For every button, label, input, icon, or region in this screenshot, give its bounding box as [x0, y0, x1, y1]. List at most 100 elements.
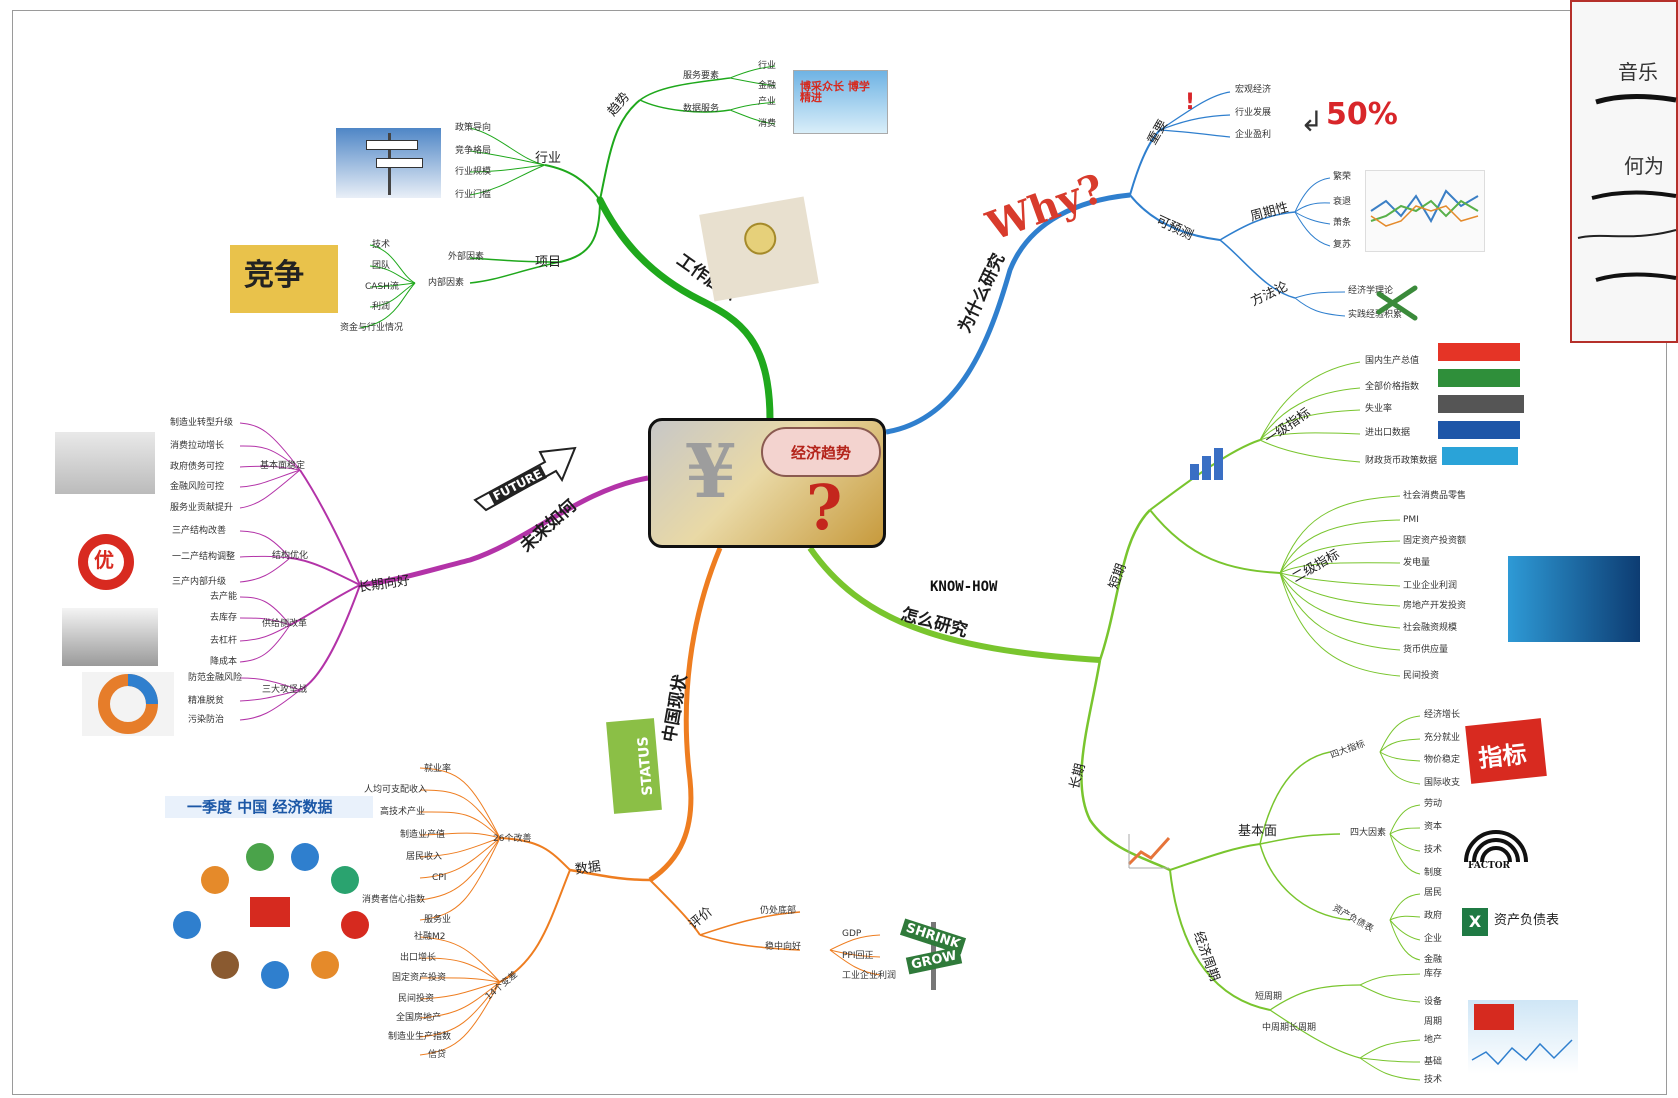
- future-policy[interactable]: 供给侧改革: [262, 619, 308, 629]
- change-leaf-1: 社融M2: [414, 932, 446, 942]
- trend-leaf-2: 金融: [758, 81, 777, 91]
- second-leaf-3: 固定资产投资额: [1403, 536, 1467, 546]
- balance-leaf-3: 企业: [1424, 934, 1443, 944]
- basic-leaf-2: 消费拉动增长: [170, 441, 225, 451]
- improve-leaf-7: 消费者信心指数: [362, 895, 426, 905]
- project-leaf-2: 团队: [372, 261, 391, 271]
- china-improve[interactable]: 26个改善: [493, 834, 532, 844]
- why-important-leaf-2: 行业发展: [1235, 108, 1272, 118]
- basic-leaf-4: 金融风险可控: [170, 482, 225, 492]
- four-leaf-1: 经济增长: [1424, 710, 1461, 720]
- policy-leaf-3: 去杠杆: [210, 636, 238, 646]
- project-leaf-4: 利润: [372, 302, 391, 312]
- eval-leaf-1: 仍处底部: [760, 906, 797, 916]
- second-leaf-9: 民间投资: [1403, 671, 1440, 681]
- china-data[interactable]: 数据: [574, 859, 602, 878]
- second-leaf-8: 货币供应量: [1403, 645, 1449, 655]
- excel-icon: X: [1462, 908, 1488, 936]
- eval-sub-1: GDP: [842, 929, 862, 939]
- donut-chart-image: [82, 672, 174, 736]
- factor-logo-image: FACTOR: [1460, 812, 1532, 872]
- trend-sub-1: 服务要素: [683, 71, 720, 81]
- policy-leaf-1: 去产能: [210, 592, 238, 602]
- competition-image: 竞争: [230, 245, 338, 313]
- market-leaf-1: 防范金融风险: [188, 673, 243, 683]
- project-leaf-1: 技术: [372, 240, 391, 250]
- business-leaf-2: 中周期长周期: [1262, 1023, 1317, 1033]
- change-leaf-5: 全国房地产: [396, 1013, 442, 1023]
- indicator-logos-image: [1438, 343, 1524, 471]
- fundamental-factor[interactable]: 四大因素: [1350, 828, 1387, 838]
- lightbulb-image: [699, 196, 819, 302]
- excellence-text: 优: [94, 548, 114, 572]
- cycle-leaf-1: 繁荣: [1333, 172, 1352, 182]
- change-leaf-3: 固定资产投资: [392, 973, 447, 983]
- scissors-icon: [1375, 282, 1423, 324]
- improve-leaf-3: 高技术产业: [380, 807, 426, 817]
- future-basic[interactable]: 基本面稳定: [260, 461, 306, 471]
- growth-stairs-image: [55, 432, 155, 494]
- future-structure[interactable]: 结构优化: [272, 551, 309, 561]
- central-topic[interactable]: ¥ 经济趋势 ?: [648, 418, 886, 548]
- business-sub-3: 周期: [1424, 1017, 1443, 1027]
- status-text: STATUS: [635, 735, 657, 797]
- balance-leaf-4: 金融: [1424, 955, 1443, 965]
- know-how-icon: KNOW-HOW: [930, 579, 998, 595]
- cycle-leaf-2: 衰退: [1333, 197, 1352, 207]
- trend-leaf-3: 产业: [758, 97, 777, 107]
- central-topic-title: 经济趋势: [761, 427, 881, 477]
- trend-leaf-4: 消费: [758, 119, 777, 129]
- branch-future-stem: [359, 475, 649, 588]
- first-leaf-1: 国内生产总值: [1365, 356, 1420, 366]
- why-important-leaf-3: 企业盈利: [1235, 130, 1272, 140]
- second-leaf-5: 工业企业利润: [1403, 581, 1458, 591]
- work-industry[interactable]: 行业: [535, 151, 562, 166]
- trend-graph-icon: [1125, 830, 1173, 870]
- improve-leaf-4: 制造业产值: [400, 830, 446, 840]
- indicator-image: 指标: [1465, 718, 1547, 784]
- improve-leaf-6: CPI: [432, 873, 447, 883]
- change-leaf-2: 出口增长: [400, 953, 437, 963]
- four-leaf-3: 物价稳定: [1424, 755, 1461, 765]
- how-fundamental[interactable]: 基本面: [1238, 824, 1278, 839]
- first-leaf-4: 进出口数据: [1365, 428, 1411, 438]
- structure-leaf-2: 一二产结构调整: [172, 552, 236, 562]
- improve-leaf-5: 居民收入: [406, 852, 443, 862]
- change-leaf-4: 民间投资: [398, 994, 435, 1004]
- business-sub-5: 基础: [1424, 1057, 1443, 1067]
- canvas-border: [12, 10, 1667, 1095]
- bar-chart-icon: [1188, 442, 1234, 482]
- factor-leaf-3: 技术: [1424, 845, 1443, 855]
- second-leaf-4: 发电量: [1403, 558, 1431, 568]
- industry-leaf-2: 竞争格局: [455, 146, 492, 156]
- industry-leaf-1: 政策导向: [455, 123, 492, 133]
- trend-image: 博采众长 博学精进: [793, 70, 888, 134]
- second-leaf-6: 房地产开发投资: [1403, 601, 1467, 611]
- signpost-image: [336, 128, 441, 198]
- market-leaf-2: 精准脱贫: [188, 696, 225, 706]
- data-title-banner: 一季度 中国 经济数据: [165, 796, 373, 818]
- trend-leaf-1: 行业: [758, 61, 777, 71]
- note-line-2: 何为: [1624, 154, 1664, 178]
- trend-image-text: 博采众长 博学精进: [800, 80, 870, 104]
- basic-leaf-3: 政府债务可控: [170, 462, 225, 472]
- change-leaf-6: 制造业生产指数: [388, 1032, 452, 1042]
- basic-leaf-5: 服务业贡献提升: [170, 503, 234, 513]
- future-market[interactable]: 三大攻坚战: [262, 685, 308, 695]
- data-circle-network-image: [165, 835, 375, 995]
- eval-leaf-2: 稳中向好: [765, 942, 802, 952]
- change-leaf-7: 信贷: [428, 1050, 447, 1060]
- cycle-chart-image: [1365, 170, 1485, 252]
- business-leaf-1: 短周期: [1255, 992, 1283, 1002]
- exclamation-icon: !: [1185, 90, 1196, 115]
- first-leaf-2: 全部价格指数: [1365, 382, 1420, 392]
- second-leaf-2: PMI: [1403, 515, 1419, 525]
- factor-leaf-2: 资本: [1424, 822, 1443, 832]
- note-line-1: 音乐: [1618, 60, 1658, 84]
- industry-leaf-4: 行业门槛: [455, 190, 492, 200]
- indicator-image-text: 指标: [1477, 739, 1528, 773]
- factor-logo-text: FACTOR: [1468, 861, 1511, 871]
- method-leaf-2: 实践经验积累: [1348, 310, 1403, 320]
- work-project[interactable]: 项目: [535, 255, 562, 270]
